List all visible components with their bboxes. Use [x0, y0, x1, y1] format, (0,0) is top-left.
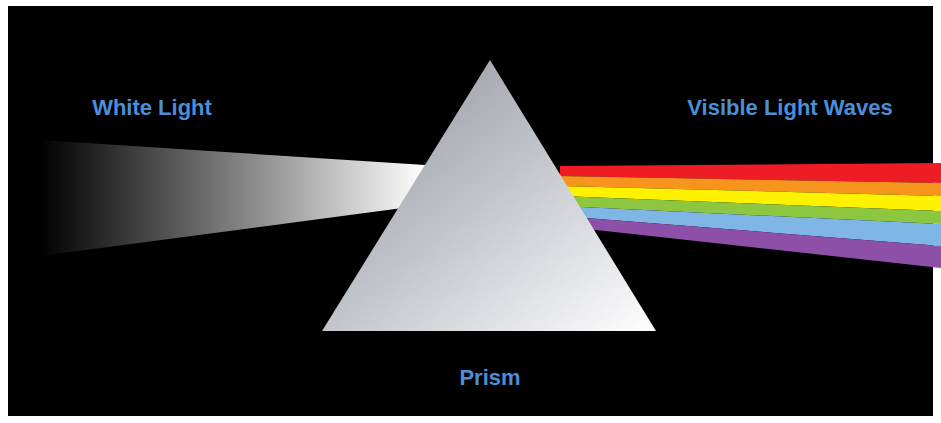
beam-label: White Light [92, 95, 212, 121]
prism-label: Prism [459, 365, 520, 391]
white-light-beam [40, 140, 425, 256]
spectrum-label: Visible Light Waves [687, 95, 892, 121]
violet-band [560, 216, 941, 268]
prism-triangle [322, 60, 656, 331]
spectrum-bands [560, 163, 941, 268]
